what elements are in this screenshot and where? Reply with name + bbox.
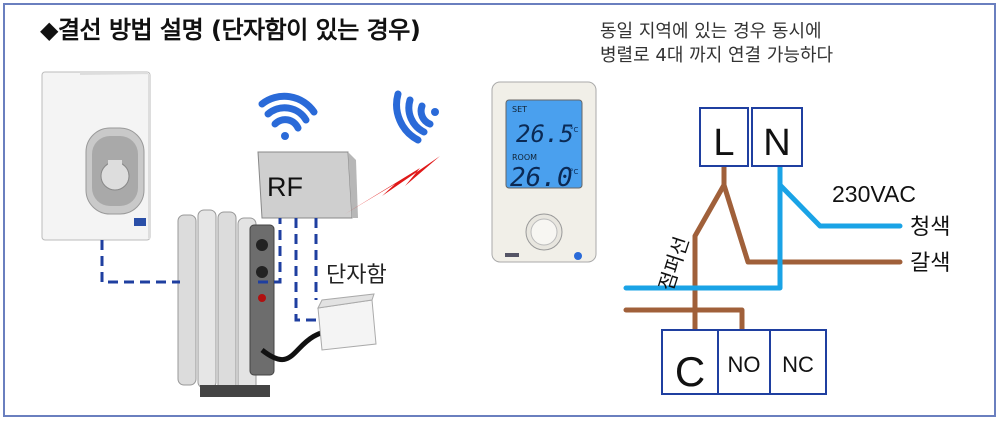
- rf-label: RF: [267, 172, 303, 202]
- junction-box-image: [317, 293, 377, 351]
- thermostat-wifi-icon: [393, 90, 439, 144]
- terminal-nc-label: NC: [782, 352, 814, 377]
- terminal-block-top: [699, 107, 803, 167]
- lcd-room-unit: °C: [570, 168, 579, 176]
- radiator-image: [177, 209, 341, 397]
- lcd-set-value: 26.5: [516, 120, 574, 148]
- parallel-note-line2: 병렬로 4대 까지 연결 가능하다: [600, 45, 834, 66]
- lcd-set-label: SET: [512, 105, 527, 114]
- page-title: ◆결선 방법 설명 (단자함이 있는 경우): [40, 16, 421, 44]
- junction-box-label: 단자함: [326, 263, 387, 288]
- boiler-image: [41, 71, 151, 241]
- terminal-l-label: L: [713, 122, 734, 164]
- jumper-wire-label: 점퍼선: [654, 234, 694, 294]
- brown-wire-label: 갈색: [910, 251, 950, 276]
- blue-wires: [623, 163, 903, 291]
- voltage-label: 230VAC: [832, 181, 916, 207]
- lcd-room-value: 26.0: [510, 163, 573, 193]
- terminal-n-label: N: [763, 122, 790, 164]
- parallel-note: 동일 지역에 있는 경우 동시에 병렬로 4대 까지 연결 가능하다: [600, 20, 833, 68]
- lcd-set-unit: °C: [570, 126, 579, 134]
- terminal-block-bottom: [661, 329, 827, 395]
- lcd-room-label: ROOM: [512, 153, 537, 162]
- rf-receiver: [257, 151, 358, 219]
- rf-wifi-icon: [258, 92, 318, 140]
- terminal-no-label: NO: [728, 352, 761, 377]
- thermostat-image: [491, 81, 597, 263]
- frame-border: [3, 3, 996, 417]
- parallel-note-line1: 동일 지역에 있는 경우 동시에: [600, 21, 822, 42]
- dashed-connections: [100, 218, 318, 322]
- lightning-icon: [345, 156, 440, 214]
- blue-wire-label: 청색: [910, 215, 950, 240]
- terminal-c-label: C: [675, 348, 705, 395]
- brown-wires: [623, 163, 903, 333]
